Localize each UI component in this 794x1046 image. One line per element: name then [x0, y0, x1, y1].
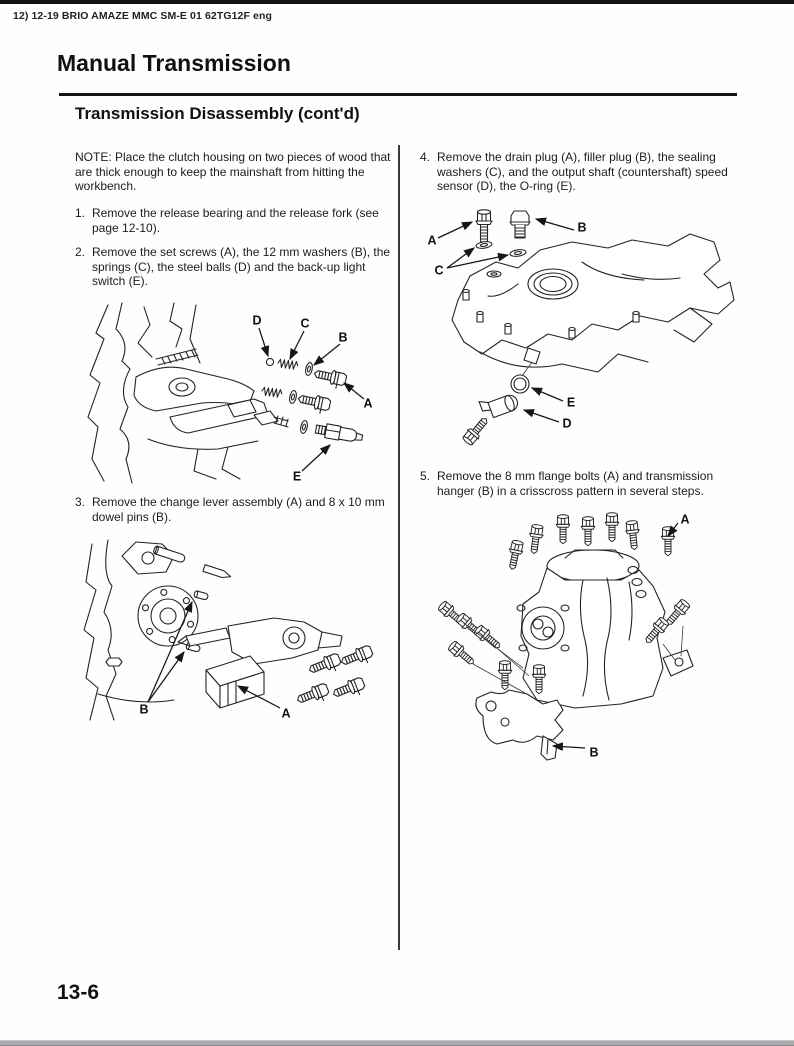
part-label-e: E — [566, 395, 576, 410]
left-column: NOTE: Place the clutch housing on two pi… — [75, 150, 395, 736]
part-label-a: A — [680, 512, 690, 527]
top-edge-bar — [0, 0, 794, 4]
part-label-b: B — [338, 330, 348, 345]
figure-change-lever: B A — [78, 534, 398, 736]
step-5-number: 5. — [420, 468, 431, 483]
step-4-number: 4. — [420, 150, 431, 164]
step-2-number: 2. — [75, 245, 86, 260]
page-title: Manual Transmission — [57, 50, 291, 76]
part-label-e: E — [292, 469, 302, 484]
figure-drain-plug: A B C E D — [422, 204, 752, 459]
part-label-d: D — [252, 313, 262, 328]
right-column: 4. Remove the drain plug (A), filler plu… — [420, 150, 744, 780]
part-label-a: A — [363, 396, 373, 411]
part-label-b: B — [577, 220, 587, 235]
step-4: 4. Remove the drain plug (A), filler plu… — [420, 150, 744, 194]
step-5-text: Remove the 8 mm flange bolts (A) and tra… — [437, 468, 714, 498]
figure-change-lever-art — [83, 539, 376, 721]
figure-flange-bolts: A B — [425, 508, 755, 780]
step-3-number: 3. — [75, 495, 86, 509]
figure-set-screws-art — [87, 302, 365, 484]
step-3: 3. Remove the change lever assembly (A) … — [75, 495, 395, 524]
step-4-text: Remove the drain plug (A), filler plug (… — [437, 150, 728, 194]
step-2-text: Remove the set screws (A), the 12 mm was… — [92, 245, 391, 289]
step-5: 5. Remove the 8 mm flange bolts (A) and … — [420, 469, 744, 498]
part-label-b: B — [139, 702, 149, 717]
part-label-a: A — [281, 706, 291, 721]
step-1-number: 1. — [75, 205, 86, 220]
part-label-c: C — [300, 316, 310, 331]
part-label-c: C — [434, 263, 444, 278]
part-label-a: A — [427, 233, 437, 248]
figure-flange-bolts-art — [436, 512, 694, 761]
title-rule — [59, 93, 737, 96]
bottom-edge-bar — [0, 1040, 794, 1046]
document-reference: 12) 12-19 BRIO AMAZE MMC SM-E 01 62TG12F… — [13, 10, 272, 22]
note-text: NOTE: Place the clutch housing on two pi… — [75, 150, 391, 194]
step-1: 1. Remove the release bearing and the re… — [75, 206, 395, 235]
page-number: 13-6 — [57, 981, 100, 1004]
part-label-b: B — [589, 745, 599, 760]
step-2: 2. Remove the set screws (A), the 12 mm … — [75, 245, 395, 289]
figure-drain-plug-art — [437, 209, 735, 448]
part-label-d: D — [562, 416, 572, 431]
figure-set-screws: D C B A E — [78, 299, 398, 489]
section-heading: Transmission Disassembly (cont'd) — [75, 104, 360, 123]
step-3-text: Remove the change lever assembly (A) and… — [92, 495, 385, 524]
step-1-text: Remove the release bearing and the relea… — [92, 205, 379, 235]
column-divider — [398, 145, 400, 950]
